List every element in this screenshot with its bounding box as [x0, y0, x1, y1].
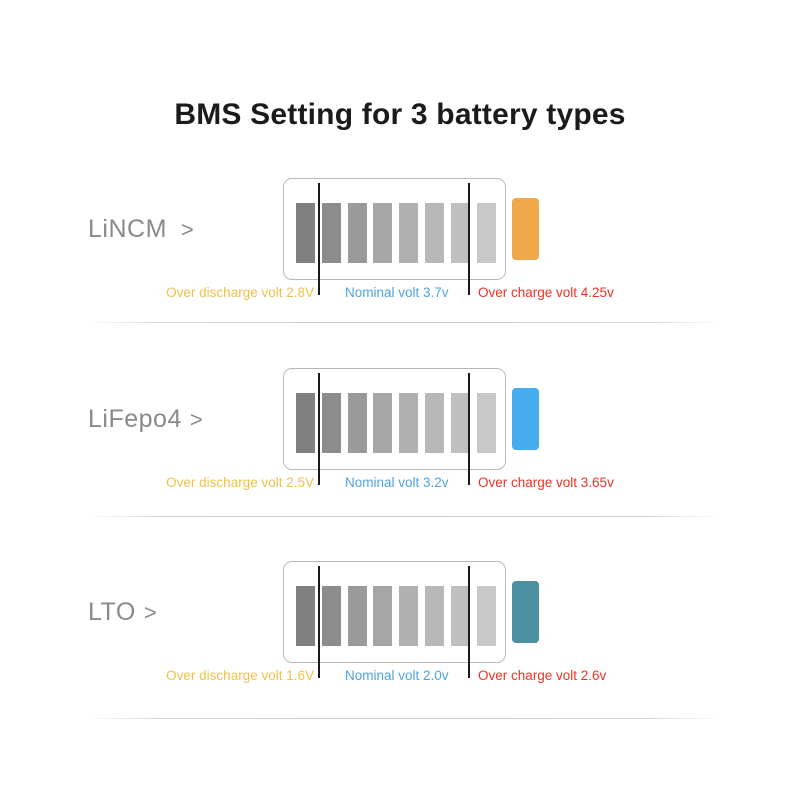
- caption-row-lto: Over discharge volt 1.6V Nominal volt 2.…: [0, 666, 800, 690]
- battery-cell: [347, 393, 367, 453]
- battery-cell: [373, 393, 393, 453]
- caption-over-discharge: Over discharge volt 1.6V: [166, 668, 314, 683]
- battery-cell: [296, 393, 315, 453]
- caption-over-discharge: Over discharge volt 2.8V: [166, 285, 314, 300]
- marker-line-over-charge: [468, 373, 470, 485]
- battery-type-label-lincm[interactable]: LiNCM >: [88, 215, 194, 244]
- battery-cell: [347, 203, 367, 263]
- page-title: BMS Setting for 3 battery types: [174, 98, 626, 131]
- section-divider: [86, 322, 722, 323]
- battery-cell: [476, 203, 496, 263]
- battery-cells-lifepo4: [296, 393, 496, 453]
- caption-row-lincm: Over discharge volt 2.8V Nominal volt 3.…: [0, 283, 800, 307]
- battery-cell: [424, 393, 444, 453]
- caption-over-discharge: Over discharge volt 2.5V: [166, 475, 314, 490]
- battery-cell: [476, 586, 496, 646]
- chevron-right-icon[interactable]: >: [189, 407, 204, 432]
- battery-type-label-lifepo4[interactable]: LiFepo4 >: [88, 405, 203, 434]
- battery-cell: [296, 203, 315, 263]
- marker-line-over-discharge: [318, 373, 320, 485]
- battery-cell: [321, 393, 341, 453]
- caption-over-charge: Over charge volt 2.6v: [478, 668, 607, 683]
- battery-cell: [399, 393, 419, 453]
- battery-cell: [424, 586, 444, 646]
- battery-type-name: LTO: [88, 598, 136, 626]
- battery-terminal-lifepo4: [512, 388, 539, 450]
- caption-nominal: Nominal volt 2.0v: [345, 668, 449, 683]
- caption-over-charge: Over charge volt 3.65v: [478, 475, 614, 490]
- page-title-container: BMS Setting for 3 battery types: [0, 95, 800, 135]
- battery-cell: [373, 586, 393, 646]
- battery-terminal-lto: [512, 581, 539, 643]
- section-divider: [86, 516, 722, 517]
- section-divider: [86, 718, 722, 719]
- chevron-right-icon[interactable]: >: [143, 600, 158, 625]
- battery-cell: [424, 203, 444, 263]
- battery-cells-lincm: [296, 203, 496, 263]
- battery-type-name: LiNCM: [88, 215, 167, 243]
- battery-cell: [450, 393, 470, 453]
- battery-cell: [347, 586, 367, 646]
- battery-cells-lto: [296, 586, 496, 646]
- battery-cell: [373, 203, 393, 263]
- battery-cell: [399, 586, 419, 646]
- battery-section-lincm: LiNCM > Over discharge volt 2.8V Nominal …: [0, 165, 800, 355]
- battery-body-lifepo4: [283, 368, 506, 470]
- battery-cell: [321, 586, 341, 646]
- battery-cell: [450, 203, 470, 263]
- marker-line-over-charge: [468, 183, 470, 295]
- battery-cell: [450, 586, 470, 646]
- battery-cell: [399, 203, 419, 263]
- battery-type-label-lto[interactable]: LTO >: [88, 598, 157, 627]
- battery-section-lto: LTO > Over discharge volt 1.6V Nominal vo…: [0, 548, 800, 738]
- battery-terminal-lincm: [512, 198, 539, 260]
- caption-nominal: Nominal volt 3.7v: [345, 285, 449, 300]
- marker-line-over-discharge: [318, 566, 320, 678]
- marker-line-over-discharge: [318, 183, 320, 295]
- caption-over-charge: Over charge volt 4.25v: [478, 285, 614, 300]
- battery-cell: [321, 203, 341, 263]
- caption-nominal: Nominal volt 3.2v: [345, 475, 449, 490]
- battery-cell: [296, 586, 315, 646]
- battery-section-lifepo4: LiFepo4 > Over discharge volt 2.5V Nomina…: [0, 355, 800, 545]
- marker-line-over-charge: [468, 566, 470, 678]
- battery-body-lincm: [283, 178, 506, 280]
- battery-type-name: LiFepo4: [88, 405, 182, 433]
- chevron-right-icon[interactable]: >: [180, 217, 195, 242]
- caption-row-lifepo4: Over discharge volt 2.5V Nominal volt 3.…: [0, 473, 800, 497]
- battery-body-lto: [283, 561, 506, 663]
- battery-cell: [476, 393, 496, 453]
